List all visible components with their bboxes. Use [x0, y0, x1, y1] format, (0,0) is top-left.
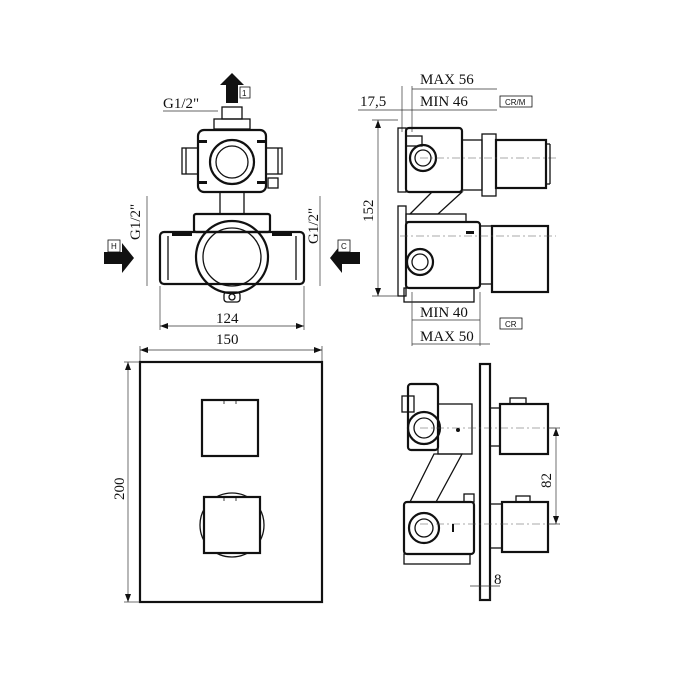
- outlet-number-label: 1: [242, 89, 247, 98]
- dim-82-label: 82: [539, 473, 555, 488]
- cr-label: CR: [505, 320, 517, 329]
- thread-left-label: G1/2": [128, 204, 144, 240]
- assembled-side-view: 82 8: [401, 362, 560, 602]
- dim-17-5-label: 17,5: [360, 94, 386, 110]
- thread-right-label: G1/2": [306, 208, 322, 244]
- faceplate: [138, 360, 324, 604]
- hot-inlet-arrow-icon: [104, 243, 134, 273]
- diverter-knob: [200, 398, 260, 458]
- outlet-arrow-icon: [220, 73, 244, 103]
- dim-8-label: 8: [494, 572, 502, 588]
- valve-body-side-view: MAX 56 17,5 MIN 46 CR/M: [358, 72, 556, 346]
- valve-body-front-view: 1 G1/2": [104, 73, 360, 330]
- dim-124-label: 124: [216, 311, 239, 327]
- cold-letter-label: C: [341, 242, 347, 251]
- dim-150-label: 150: [216, 332, 239, 348]
- max56-label: MAX 56: [420, 72, 474, 88]
- min40-label: MIN 40: [420, 305, 468, 321]
- min46-label: MIN 46: [420, 94, 468, 110]
- thermostatic-knob: [202, 495, 262, 555]
- crm-label: CR/M: [505, 98, 526, 107]
- dim-152-label: 152: [361, 200, 377, 223]
- hot-letter-label: H: [111, 242, 117, 251]
- faceplate-front-view: 150 200: [112, 332, 324, 604]
- max50-label: MAX 50: [420, 329, 474, 345]
- dim-200-label: 200: [112, 478, 128, 501]
- thread-top-label: G1/2": [163, 96, 199, 112]
- cold-inlet-arrow-icon: [330, 243, 360, 273]
